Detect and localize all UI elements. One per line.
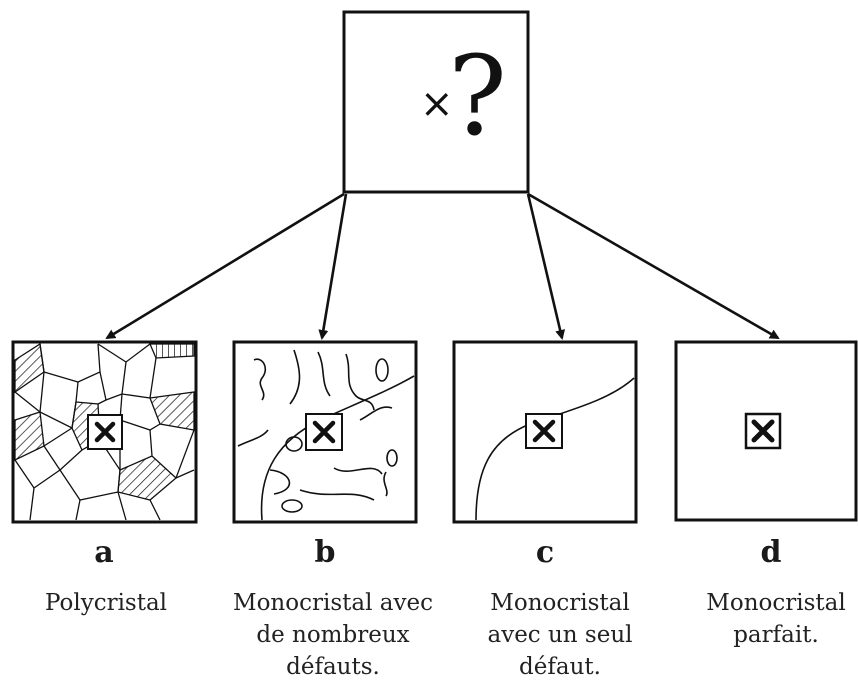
caption-b-line2: de nombreux xyxy=(256,622,409,648)
panel-b-many-defects xyxy=(232,340,418,524)
caption-b-line1: Monocristal avec xyxy=(233,590,433,616)
caption-b-line3: défauts. xyxy=(286,654,380,680)
arrows xyxy=(105,192,780,340)
panel-c-single-defect xyxy=(452,340,638,524)
label-d: d xyxy=(761,535,782,570)
arrow-b xyxy=(318,193,348,340)
label-b: b xyxy=(315,535,336,570)
caption-c-line1: Monocristal xyxy=(490,590,629,616)
panel-d-perfect xyxy=(674,340,858,522)
caption-d-line1: Monocristal xyxy=(706,590,845,616)
arrow-c xyxy=(526,193,566,340)
label-c: c xyxy=(536,535,554,570)
arrow-a xyxy=(105,192,345,340)
caption-d-line2: parfait. xyxy=(733,622,819,648)
label-a: a xyxy=(94,535,113,570)
unknown-marker: × xyxy=(420,81,454,127)
panel-a-polycrystal xyxy=(11,340,198,524)
unknown-sample-box: × ? xyxy=(342,10,530,194)
caption-a-line1: Polycristal xyxy=(45,590,167,616)
arrow-d xyxy=(527,192,780,340)
caption-c-line3: défaut. xyxy=(519,654,601,680)
question-mark: ? xyxy=(448,32,507,160)
caption-c-line2: avec un seul xyxy=(487,622,632,648)
